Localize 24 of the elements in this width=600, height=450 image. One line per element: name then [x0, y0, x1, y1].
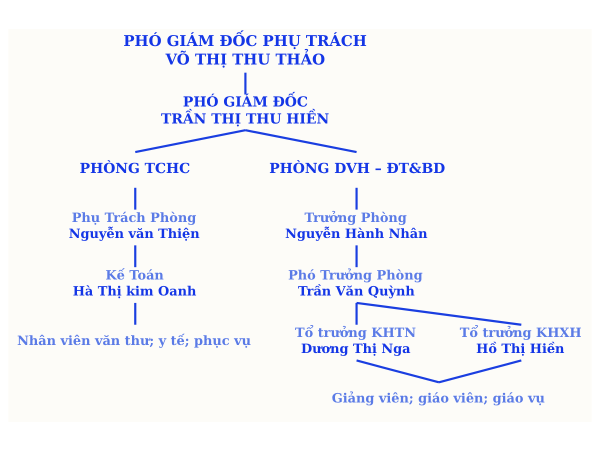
connector: [135, 128, 246, 153]
connector: [356, 301, 522, 326]
node-text: Trưởng Phòng Nguyễn Hành Nhân: [285, 210, 428, 242]
node-text: Phụ Trách Phòng Nguyễn văn Thiện: [68, 210, 200, 242]
node-text: PHÓ GIÁM ĐỐC TRẦN THỊ THU HIỀN: [161, 94, 330, 127]
node-text: PHÒNG TCHC: [80, 160, 190, 177]
connector: [134, 302, 136, 324]
node-text: PHÒNG DVH – ĐT&BD: [269, 160, 446, 177]
connector: [438, 358, 522, 383]
node-text: Phó Trưởng Phòng Trần Văn Quỳnh: [288, 268, 423, 299]
connector: [356, 358, 440, 383]
connector: [245, 128, 357, 153]
connector: [134, 244, 136, 267]
node-text: Giảng viên; giáo viên; giáo vụ: [332, 391, 545, 406]
connector: [355, 187, 358, 210]
connector: [355, 244, 358, 267]
connector: [134, 187, 136, 210]
node-text: Nhân viên văn thư; y tế; phục vụ: [17, 333, 251, 348]
node-text: Tổ trưởng KHXH Hồ Thị Hiền: [460, 326, 582, 356]
node-text: PHÓ GIÁM ĐỐC PHỤ TRÁCH VÕ THỊ THU THẢO: [123, 31, 367, 68]
node-text: Kế Toán Hà Thị kim Oanh: [72, 268, 196, 299]
node-text: Tổ trưởng KHTN Dương Thị Nga: [295, 326, 416, 356]
connector: [355, 302, 358, 324]
connector: [244, 72, 246, 94]
